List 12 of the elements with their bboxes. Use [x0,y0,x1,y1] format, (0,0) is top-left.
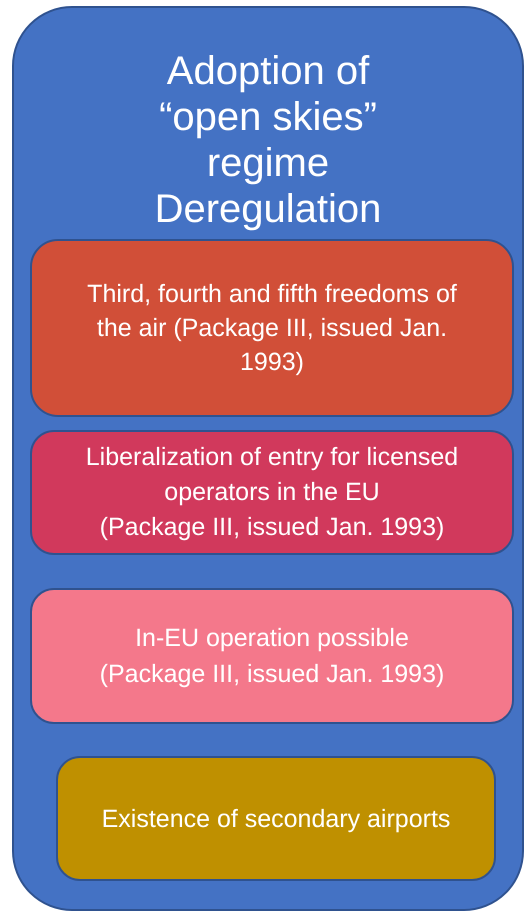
box-text: (Package III, issued Jan. 1993) [100,512,444,543]
content-box [56,756,496,881]
box-text: Liberalization of entry for licensed operators in the EU [84,442,460,508]
panel-heading: Adoption of “open skies” regime Deregulation [154,48,382,232]
content-box [30,588,514,724]
box-text: (Package III, issued Jan. 1993) [100,659,444,690]
content-box [30,430,514,555]
box-text: Existence of secondary airports [102,804,450,834]
box-text: Third, fourth and fifth freedoms of the air (Package III, issued Jan. 1993) [86,279,458,378]
box-text: In-EU operation possible [135,623,409,654]
outer-panel [12,6,524,911]
content-box [30,239,514,417]
